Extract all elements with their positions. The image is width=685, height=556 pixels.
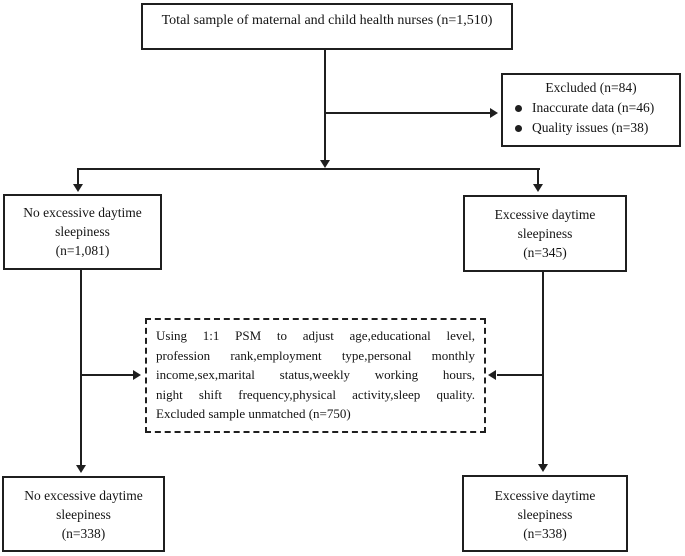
- excluded-item-label: Inaccurate data (n=46): [532, 100, 655, 115]
- connector-left-psm-line: [81, 374, 134, 376]
- box-eds-initial: Excessive daytime sleepiness (n=345): [463, 195, 627, 272]
- connector-right-stub-line: [537, 168, 539, 185]
- connector-right-drop-line: [542, 272, 544, 465]
- bullet-icon: [515, 124, 522, 132]
- connector-right-psm-line: [497, 374, 543, 376]
- box-line: (n=338): [61, 526, 106, 541]
- box-line: sleepiness: [56, 507, 111, 522]
- arrowhead-down-icon: [538, 464, 548, 472]
- psm-line: profession rank,employment type,personal…: [156, 347, 475, 363]
- psm-line: night shift frequency,physical activity,…: [156, 386, 475, 402]
- box-line: Excessive daytime: [494, 488, 596, 503]
- box-line: sleepiness: [517, 507, 573, 522]
- box-line: sleepiness: [517, 226, 573, 241]
- arrowhead-down-icon: [73, 184, 83, 192]
- excluded-item: Quality issues (n=38): [503, 118, 679, 138]
- box-total-sample: Total sample of maternal and child healt…: [141, 3, 513, 50]
- arrowhead-down-icon: [320, 160, 330, 168]
- box-eds-matched: Excessive daytime sleepiness (n=338): [462, 475, 628, 552]
- box-no-eds-initial: No excessive daytime sleepiness (n=1,081…: [3, 194, 162, 270]
- connector-distribution-line: [77, 168, 540, 170]
- connector-left-stub-line: [77, 168, 79, 185]
- psm-line: Using 1:1 PSM to adjust age,educational …: [156, 328, 475, 343]
- box-line: No excessive daytime: [24, 488, 143, 503]
- box-line: (n=345): [523, 245, 567, 260]
- box-no-eds-matched: No excessive daytime sleepiness (n=338): [2, 476, 165, 552]
- connector-excluded-line: [325, 112, 491, 114]
- excluded-item-label: Quality issues (n=38): [532, 120, 649, 135]
- box-line: sleepiness: [55, 224, 110, 239]
- box-line: (n=338): [523, 526, 567, 541]
- arrowhead-down-icon: [76, 465, 86, 473]
- excluded-item: Inaccurate data (n=46): [503, 98, 679, 118]
- psm-line: income,sex,marital status,weekly working…: [156, 367, 475, 382]
- arrowhead-right-icon: [133, 370, 141, 380]
- box-excluded: Excluded (n=84) Inaccurate data (n=46) Q…: [501, 73, 681, 147]
- connector-left-drop-line: [80, 270, 82, 466]
- excluded-title: Excluded (n=84): [545, 80, 637, 95]
- bullet-icon: [515, 104, 522, 112]
- box-line: (n=1,081): [55, 243, 110, 258]
- arrowhead-right-icon: [490, 108, 498, 118]
- arrowhead-down-icon: [533, 184, 543, 192]
- psm-line: Excluded sample unmatched (n=750): [156, 406, 351, 421]
- box-line: Excessive daytime: [494, 207, 596, 222]
- box-psm-adjustment: Using 1:1 PSM to adjust age,educational …: [145, 318, 486, 433]
- arrowhead-left-icon: [488, 370, 496, 380]
- box-line: No excessive daytime: [23, 205, 142, 220]
- connector-trunk-line: [324, 50, 326, 162]
- box-total-sample-label: Total sample of maternal and child healt…: [161, 13, 493, 28]
